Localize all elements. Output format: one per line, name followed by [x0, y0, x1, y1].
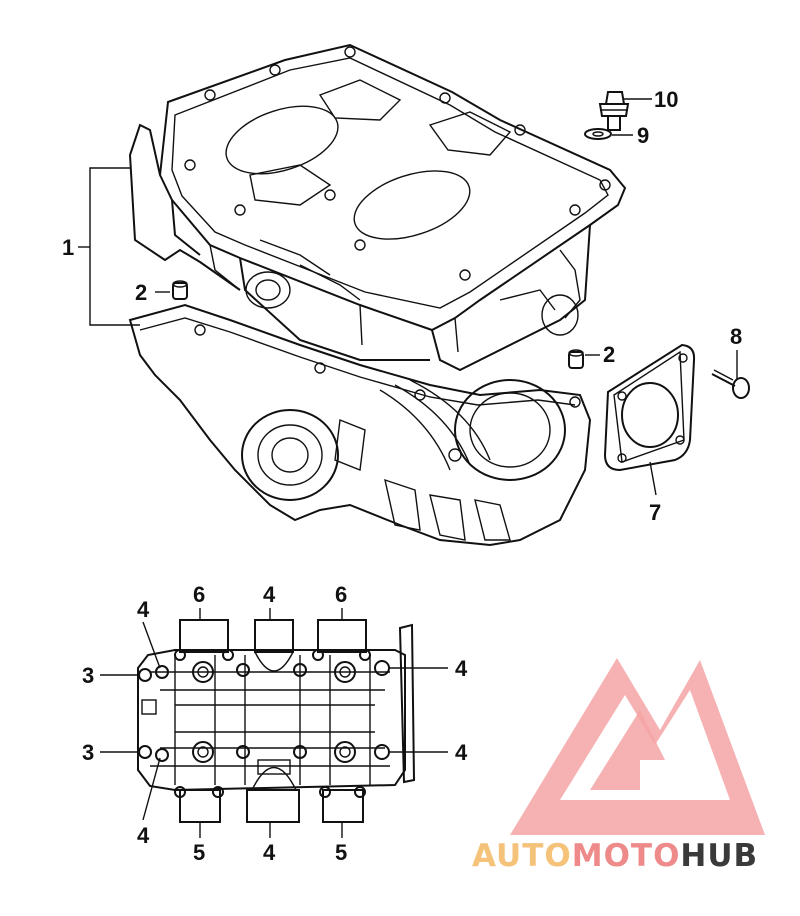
dowel-pin-left: [172, 280, 188, 300]
callout-1: 1: [62, 235, 74, 260]
callout-4-top-left: 4: [137, 597, 150, 622]
screw: [711, 369, 750, 399]
watermark-logo: [510, 658, 765, 835]
callout-10: 10: [654, 87, 678, 112]
crankcase-bottom-view: [137, 619, 416, 823]
intake-gasket-plate: [603, 343, 696, 472]
callout-2-left: 2: [135, 280, 147, 305]
leader-lines-bottom: [100, 608, 448, 838]
callout-8: 8: [730, 324, 742, 349]
watermark-moto: MOTO: [572, 838, 681, 874]
callout-4-right-upper: 4: [455, 656, 468, 681]
callout-3-lower: 3: [82, 740, 94, 765]
leader-lines-top: [78, 98, 738, 496]
callout-7: 7: [649, 500, 661, 525]
crankcase-upper: [128, 43, 627, 372]
callout-5-left: 5: [193, 840, 205, 865]
washer: [584, 128, 612, 140]
nipple-fitting: [598, 91, 630, 131]
callout-4-bottom-left: 4: [137, 823, 150, 848]
dowel-pin-right: [568, 349, 584, 369]
callout-4-right-lower: 4: [455, 740, 468, 765]
svg-text:AUTOMOTOHUB: AUTOMOTOHUB: [472, 838, 758, 874]
callout-9: 9: [637, 123, 649, 148]
callout-3-upper: 3: [82, 663, 94, 688]
watermark-auto: AUTO: [472, 838, 572, 874]
crankcase-lower: [128, 303, 592, 547]
callout-4-bottom: 4: [263, 840, 276, 865]
callouts-top: 1 2 2 7 8 9 10: [62, 87, 742, 525]
callout-2-right: 2: [603, 342, 615, 367]
callout-5-right: 5: [335, 840, 347, 865]
callout-4-top: 4: [263, 582, 276, 607]
callout-6-right: 6: [335, 582, 347, 607]
callout-6-left: 6: [193, 582, 205, 607]
watermark-text: AUTOMOTOHUB: [472, 838, 758, 874]
watermark-hub: HUB: [680, 838, 758, 874]
callouts-bottom: 4 6 4 6 3 3 4 4 4 5 4 5: [82, 582, 468, 865]
